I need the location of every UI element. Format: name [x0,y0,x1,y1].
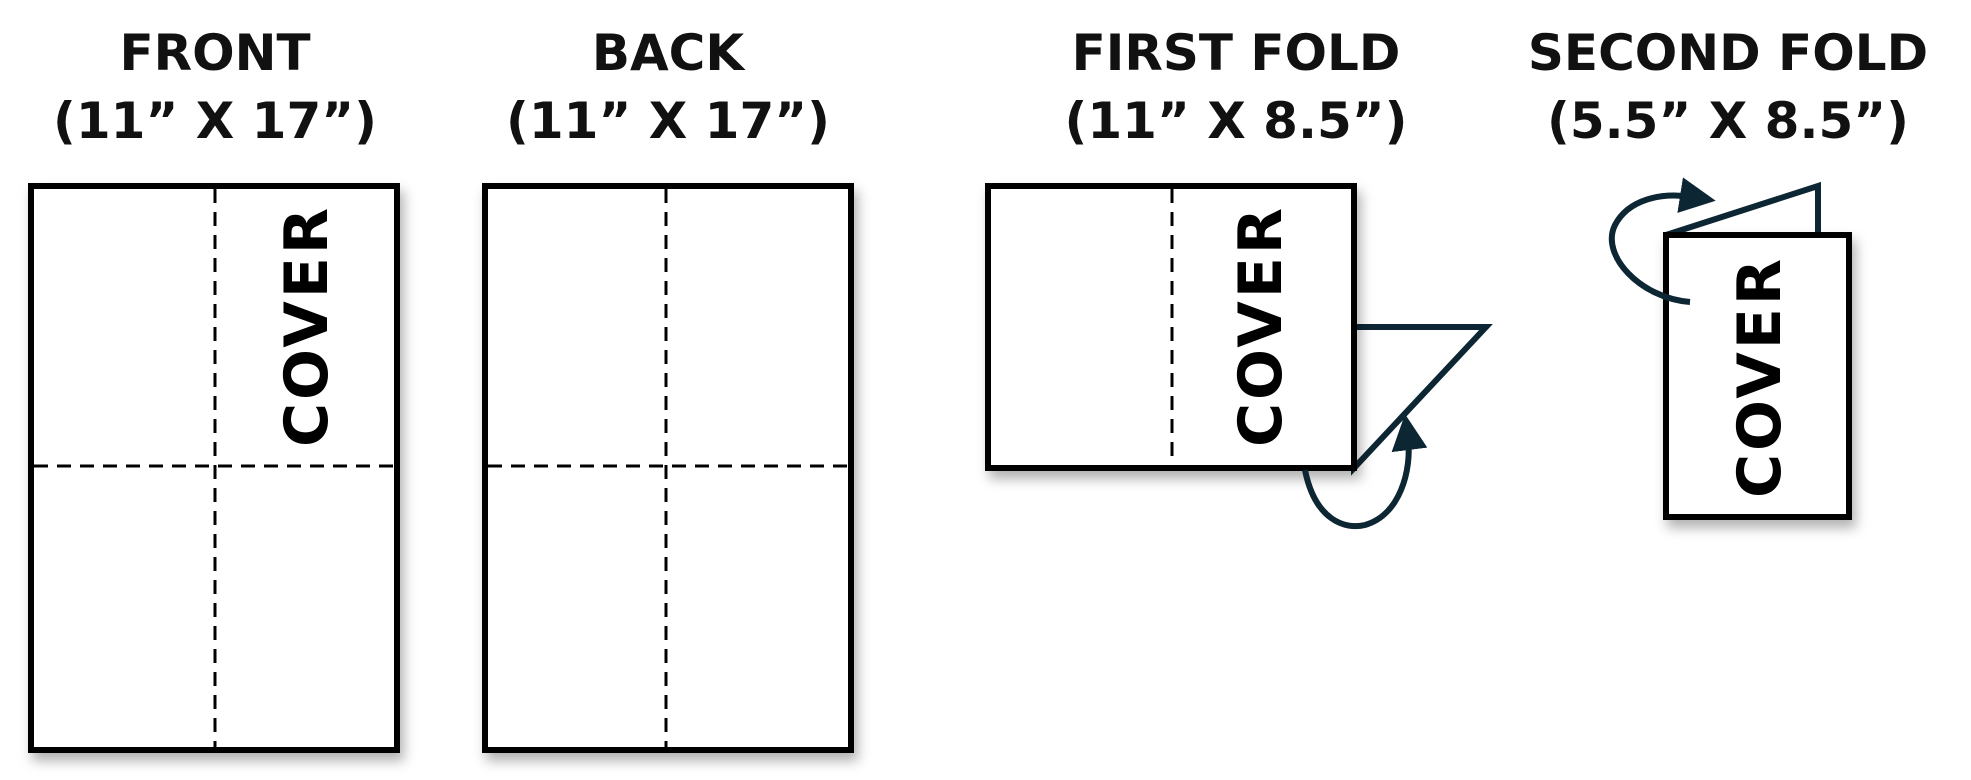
front-panel: FRONT (11” X 17”) COVER [28,24,400,753]
cover-label: COVER [1725,256,1795,498]
back-sheet [482,183,854,753]
front-title: FRONT [119,24,310,82]
second-fold-sheet [1663,232,1852,520]
second-fold-title: SECOND FOLD [1528,24,1928,82]
first-fold-title: FIRST FOLD [1072,24,1401,82]
back-flap [1665,181,1821,238]
back-panel: BACK (11” X 17”) [482,24,854,753]
fold-arrow-icon [1608,177,1716,305]
back-size: (11” X 17”) [506,92,830,150]
cover-label: COVER [272,205,342,447]
second-fold-panel: SECOND FOLD (5.5” X 8.5”) COVER [1528,24,1928,520]
front-size: (11” X 17”) [53,92,377,150]
back-title: BACK [592,24,747,82]
fold-arrow-icon [1302,414,1428,530]
first-fold-size: (11” X 8.5”) [1065,92,1408,150]
second-fold-size: (5.5” X 8.5”) [1547,92,1909,150]
folding-flap [1351,324,1493,476]
first-fold-panel: FIRST FOLD (11” X 8.5”) COVER [985,24,1493,530]
cover-label: COVER [1226,205,1296,447]
